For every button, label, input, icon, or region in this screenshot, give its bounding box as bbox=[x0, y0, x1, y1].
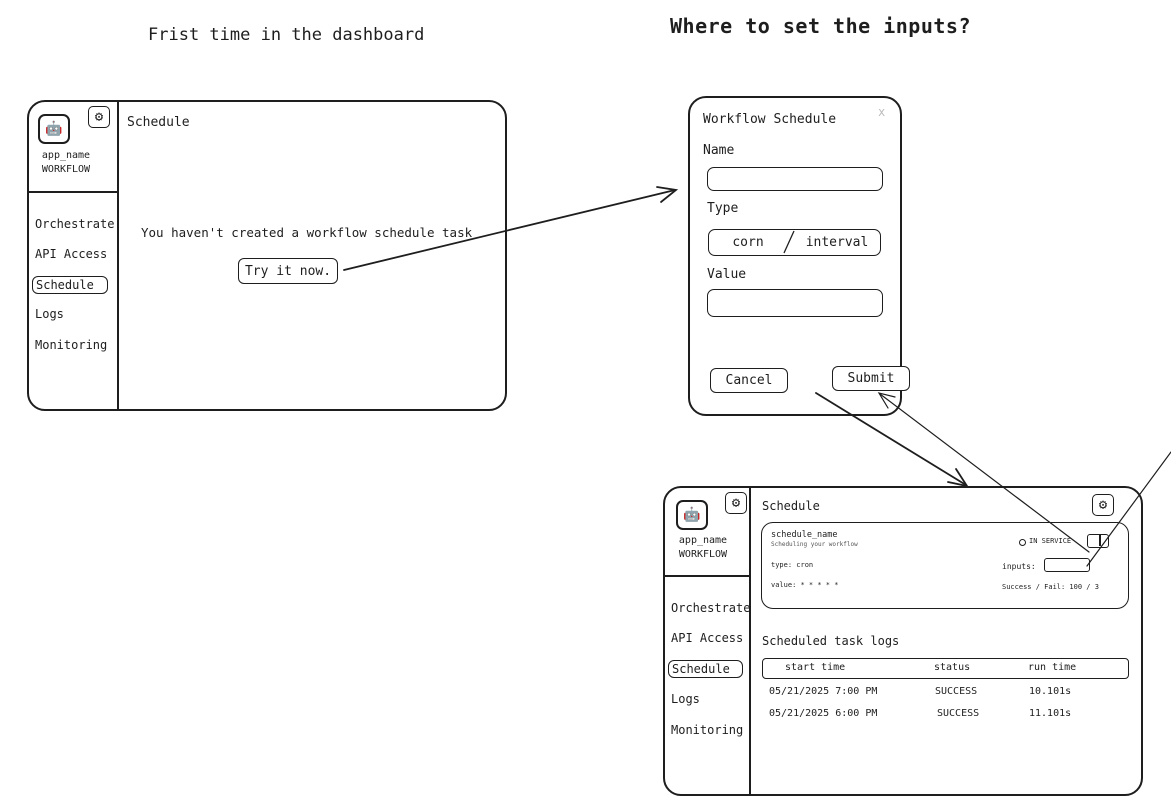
inputs-field[interactable] bbox=[1044, 558, 1090, 572]
segment-divider bbox=[783, 230, 795, 254]
toggle-knob bbox=[1099, 535, 1101, 546]
close-icon[interactable]: x bbox=[878, 105, 886, 119]
table-row: 05/21/2025 7:00 PM SUCCESS 10.101s bbox=[762, 685, 1129, 703]
cancel-button[interactable]: Cancel bbox=[710, 368, 788, 393]
app-name-text: app_name bbox=[41, 150, 91, 161]
schedule-page-frame: 🤖 ⚙ app_name WORKFLOW Orchestrate API Ac… bbox=[663, 486, 1143, 796]
type-option-interval[interactable]: interval bbox=[805, 234, 869, 250]
schedule-type: type: cron bbox=[771, 561, 814, 569]
caption-where-inputs: Where to set the inputs? bbox=[670, 14, 971, 38]
page-title: Schedule bbox=[762, 499, 820, 513]
page-title: Schedule bbox=[127, 115, 190, 130]
app-name: app_name WORKFLOW bbox=[29, 149, 103, 177]
sidebar-item-logs[interactable]: Logs bbox=[671, 692, 700, 706]
schedule-card: schedule_name Scheduling your workflow t… bbox=[761, 522, 1129, 609]
sidebar: 🤖 ⚙ app_name WORKFLOW Orchestrate API Ac… bbox=[665, 488, 751, 794]
sidebar-header: 🤖 ⚙ app_name WORKFLOW bbox=[29, 102, 117, 193]
sidebar-item-schedule[interactable]: Schedule bbox=[668, 660, 743, 678]
schedule-value: value: * * * * * bbox=[771, 581, 839, 589]
robot-logo-icon: 🤖 bbox=[38, 114, 70, 144]
table-row: 05/21/2025 6:00 PM SUCCESS 11.101s bbox=[762, 707, 1129, 725]
robot-logo-icon: 🤖 bbox=[676, 500, 708, 530]
modal-title: Workflow Schedule bbox=[703, 112, 837, 127]
app-name: app_name WORKFLOW bbox=[665, 534, 741, 562]
schedule-subtitle: Scheduling your workflow bbox=[771, 541, 858, 548]
sidebar-item-api-access[interactable]: API Access bbox=[671, 631, 744, 645]
success-fail-stats: Success / Fail: 100 / 3 bbox=[1002, 583, 1099, 591]
workflow-schedule-modal: Workflow Schedule x Name Type corn inter… bbox=[688, 96, 910, 416]
value-label: Value bbox=[707, 267, 747, 282]
name-label: Name bbox=[703, 143, 735, 158]
type-segmented-control: corn interval bbox=[708, 229, 881, 256]
sidebar-item-schedule[interactable]: Schedule bbox=[32, 276, 108, 294]
gear-icon[interactable]: ⚙ bbox=[725, 492, 747, 514]
sidebar-item-api-access[interactable]: API Access bbox=[35, 247, 108, 261]
logs-table-header: start time status run time bbox=[762, 658, 1129, 679]
submit-button[interactable]: Submit bbox=[832, 366, 910, 391]
empty-dashboard-frame: 🤖 ⚙ app_name WORKFLOW Orchestrate API Ac… bbox=[27, 100, 507, 411]
app-type-text: WORKFLOW bbox=[678, 549, 728, 560]
row-start-time: 05/21/2025 6:00 PM bbox=[769, 708, 878, 719]
status-dot-icon bbox=[1019, 539, 1026, 546]
column-run-time: run time bbox=[1028, 662, 1077, 673]
sidebar-item-orchestrate[interactable]: Orchestrate bbox=[35, 217, 115, 231]
status-text: IN SERVICE bbox=[1029, 537, 1072, 545]
sidebar-item-logs[interactable]: Logs bbox=[35, 307, 64, 321]
arrowhead-submit-to-page bbox=[947, 468, 969, 488]
column-start-time: start time bbox=[785, 662, 846, 673]
app-name-text: app_name bbox=[678, 535, 728, 546]
arrowhead-try-to-modal bbox=[656, 186, 679, 203]
schedule-name: schedule_name bbox=[771, 530, 838, 540]
sidebar: 🤖 ⚙ app_name WORKFLOW Orchestrate API Ac… bbox=[29, 102, 119, 409]
caption-first-time: Frist time in the dashboard bbox=[148, 25, 425, 45]
gear-icon[interactable]: ⚙ bbox=[88, 106, 110, 128]
row-status: SUCCESS bbox=[935, 686, 978, 697]
column-status: status bbox=[934, 662, 971, 673]
row-status: SUCCESS bbox=[937, 708, 980, 719]
sidebar-item-orchestrate[interactable]: Orchestrate bbox=[671, 601, 751, 615]
row-run-time: 10.101s bbox=[1029, 686, 1072, 697]
try-it-now-button[interactable]: Try it now. bbox=[238, 258, 338, 284]
logs-title: Scheduled task logs bbox=[762, 634, 900, 648]
sidebar-item-monitoring[interactable]: Monitoring bbox=[35, 338, 108, 352]
empty-state-message: You haven't created a workflow schedule … bbox=[141, 225, 473, 240]
type-label: Type bbox=[707, 201, 739, 216]
type-option-corn[interactable]: corn bbox=[732, 234, 764, 250]
sidebar-item-monitoring[interactable]: Monitoring bbox=[671, 723, 744, 737]
inputs-label: inputs: bbox=[1002, 562, 1036, 571]
app-type-text: WORKFLOW bbox=[41, 164, 91, 175]
row-run-time: 11.101s bbox=[1029, 708, 1072, 719]
gear-icon[interactable]: ⚙ bbox=[1092, 494, 1114, 516]
sidebar-header: 🤖 ⚙ app_name WORKFLOW bbox=[665, 488, 749, 577]
toggle-icon[interactable] bbox=[1087, 534, 1109, 548]
name-input[interactable] bbox=[707, 167, 883, 191]
row-start-time: 05/21/2025 7:00 PM bbox=[769, 686, 878, 697]
value-input[interactable] bbox=[707, 289, 883, 317]
